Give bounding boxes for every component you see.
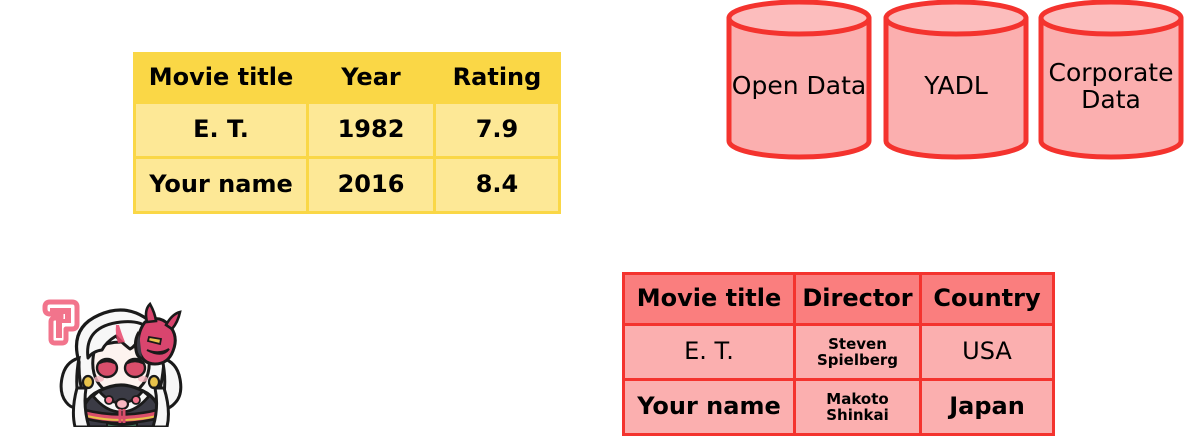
eyelash-left (98, 359, 116, 365)
cell-movie-title: Your name (133, 156, 309, 214)
blush-right (138, 376, 148, 382)
ornament-left (81, 374, 95, 390)
table-row: E. T. Steven Spielberg USA (622, 323, 1055, 381)
oni-mask-icon (133, 301, 182, 366)
eye-right (123, 357, 147, 379)
header-cell-rating: Rating (433, 52, 561, 104)
cell-movie-title: E. T. (133, 101, 309, 159)
flower-left (104, 395, 114, 405)
header-cell-movie-title: Movie title (133, 52, 309, 104)
cell-year: 1982 (306, 101, 436, 159)
oni-horn-left (144, 301, 158, 324)
tassel (118, 409, 126, 423)
cell-year: 2016 (306, 156, 436, 214)
table-row: E. T. 1982 7.9 (133, 101, 561, 159)
header-cell-year: Year (306, 52, 436, 104)
cell-movie-title: Your name (622, 378, 796, 436)
table-row: Your name Makoto Shinkai Japan (622, 378, 1055, 436)
oni-horn-right (164, 310, 182, 331)
question-mark-bubble-icon (42, 299, 80, 346)
database-open-data: Open Data (725, 0, 873, 160)
database-label: Corporate Data (1048, 57, 1174, 114)
header-cell-country: Country (919, 272, 1055, 326)
kimono-panel (106, 421, 138, 427)
cell-director: Steven Spielberg (793, 323, 922, 381)
movie-ratings-table: Movie title Year Rating E. T. 1982 7.9 Y… (133, 52, 561, 214)
header-cell-director: Director (793, 272, 922, 326)
cell-director: Makoto Shinkai (793, 378, 922, 436)
movie-directors-table: Movie title Director Country E. T. Steve… (622, 272, 1055, 436)
confused-anime-character (33, 296, 213, 427)
kimono-collar (91, 389, 151, 414)
obi-trim (86, 415, 158, 421)
eye-left (95, 357, 119, 379)
database-cylinder-icon (726, 0, 872, 160)
ornament-right (147, 374, 161, 390)
cell-country: Japan (919, 378, 1055, 436)
character-artwork (42, 299, 183, 427)
header-cell-movie-title: Movie title (622, 272, 796, 326)
hair-strand-left (71, 386, 91, 427)
table-header-row: Movie title Year Rating (133, 52, 561, 104)
eyelash-right (126, 359, 144, 365)
chest-knot (114, 397, 130, 411)
database-label: YADL (924, 71, 988, 100)
database-label: Open Data (731, 71, 867, 100)
oni-mask-grin (146, 348, 170, 355)
blush-left (94, 376, 104, 382)
database-cylinder-icon (1038, 0, 1184, 160)
oni-mask-strap (133, 331, 143, 361)
cell-rating: 7.9 (433, 101, 561, 159)
cell-rating: 8.4 (433, 156, 561, 214)
cell-country: USA (919, 323, 1055, 381)
table-row: Your name 2016 8.4 (133, 156, 561, 214)
flower-right (131, 395, 141, 405)
hair-streak (115, 325, 125, 343)
table-header-row: Movie title Director Country (622, 272, 1055, 326)
database-yadl: YADL (882, 0, 1030, 160)
cell-movie-title: E. T. (622, 323, 796, 381)
hair-strand-right (151, 386, 170, 427)
oni-mask-eye (146, 335, 163, 346)
database-cylinder-icon (883, 0, 1029, 160)
database-corporate-data: Corporate Data (1037, 0, 1185, 160)
